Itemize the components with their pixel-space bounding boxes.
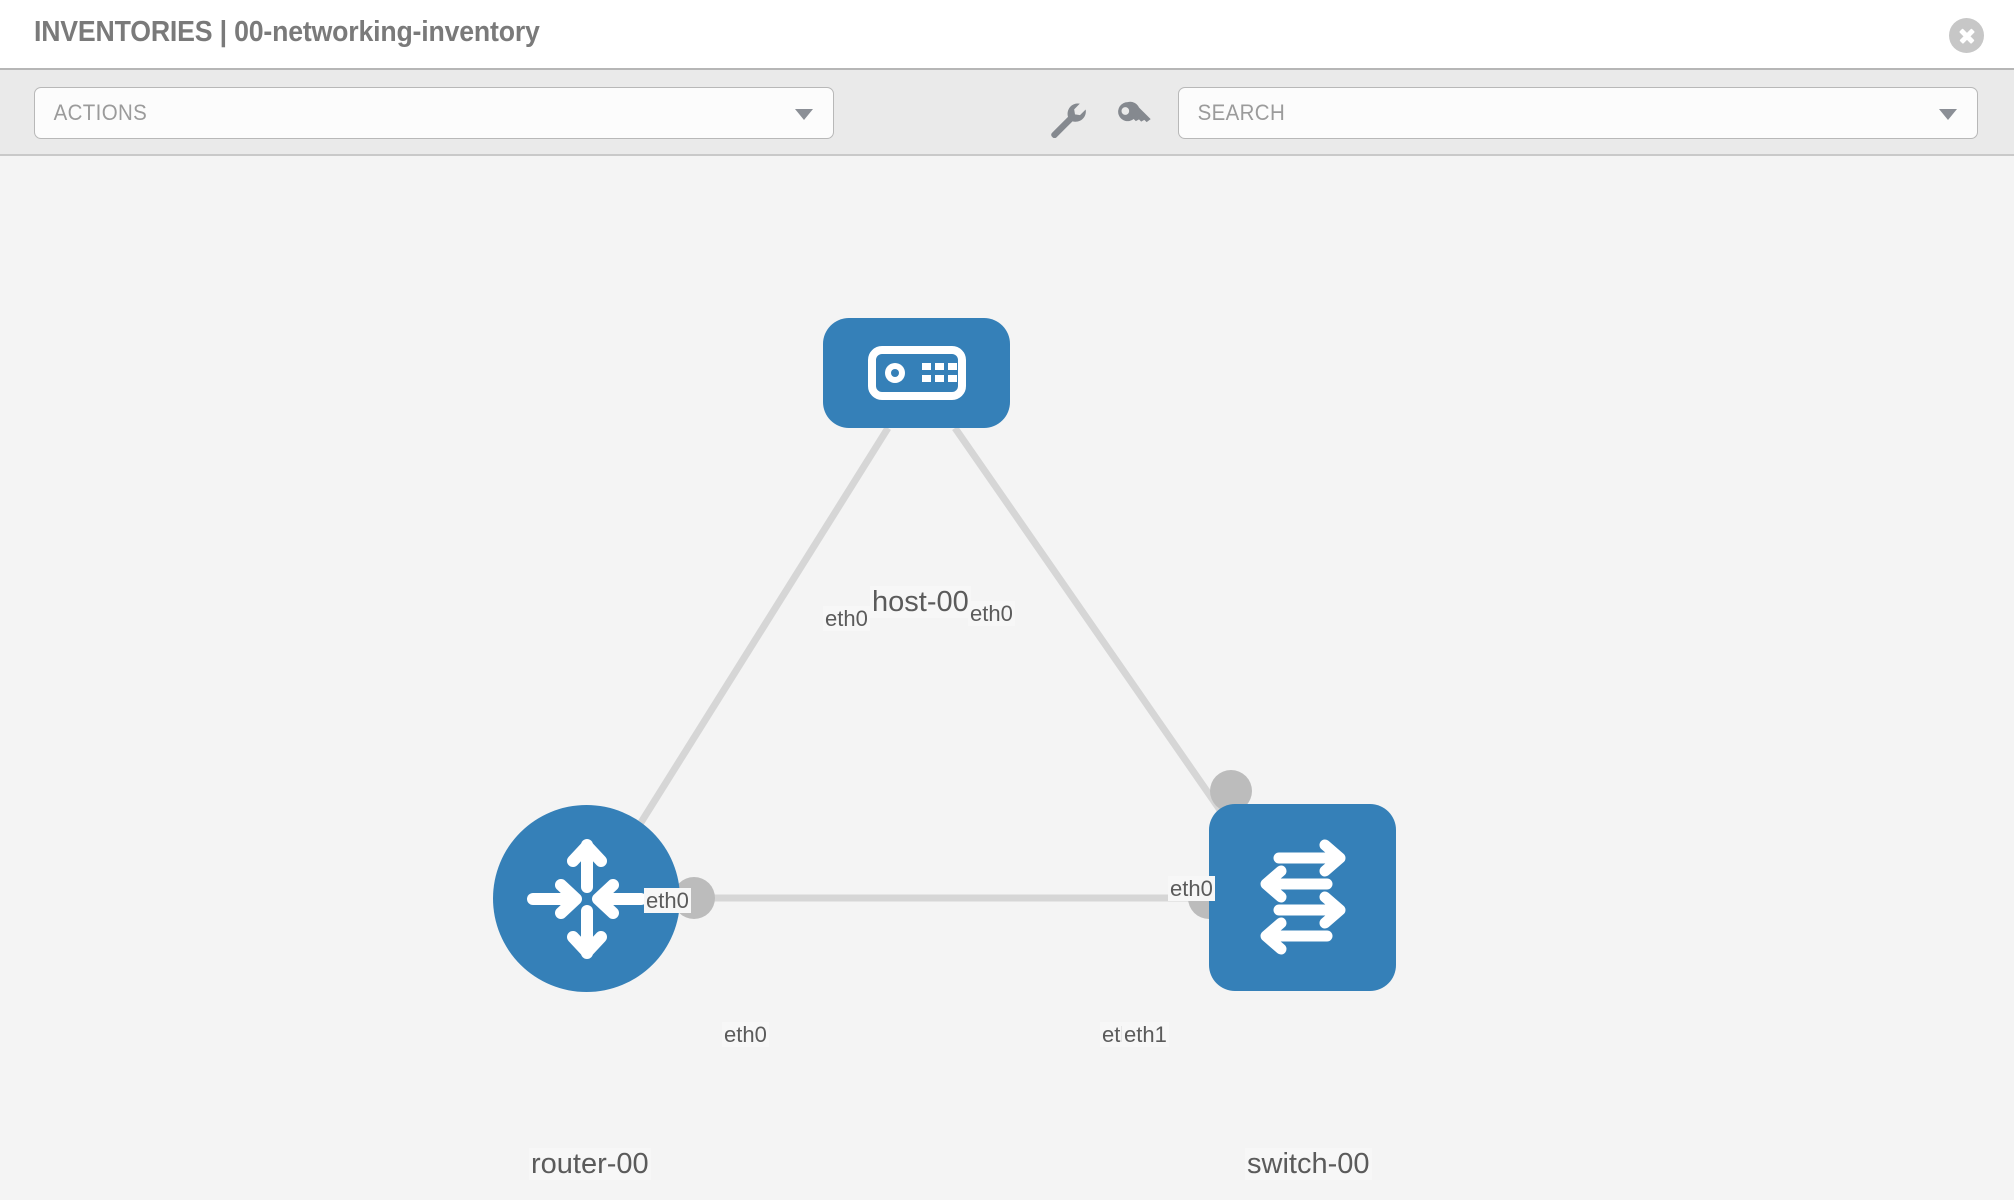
toolbar: ACTIONS SEARCH — [0, 70, 2014, 156]
interface-label-host-left: eth0 — [823, 606, 870, 632]
chevron-down-icon — [1939, 109, 1957, 120]
node-switch-00[interactable] — [1209, 804, 1396, 991]
node-label-router: router-00 — [529, 1148, 651, 1181]
node-host-00[interactable] — [823, 318, 1010, 428]
interface-label-switch-left-over: eth1 — [1122, 1022, 1169, 1048]
interface-label-router-right: eth0 — [722, 1022, 769, 1048]
node-label-host: host-00 — [870, 586, 971, 619]
topology-links — [617, 426, 1248, 902]
link-host-switch — [952, 426, 1248, 848]
switch-arrows-icon — [1260, 839, 1345, 954]
topology-canvas[interactable]: host-00 router-00 switch-00 eth0 eth0 et… — [0, 156, 2014, 1200]
interface-label-router-up: eth0 — [644, 888, 691, 914]
wrench-icon[interactable] — [1046, 98, 1086, 138]
server-icon — [867, 346, 966, 400]
actions-dropdown-label: ACTIONS — [53, 100, 148, 125]
chevron-down-icon — [795, 109, 813, 120]
interface-label-switch-up: eth0 — [1168, 876, 1215, 902]
actions-dropdown[interactable]: ACTIONS — [34, 87, 834, 139]
close-icon[interactable] — [1949, 18, 1984, 53]
link-host-router — [617, 426, 891, 858]
page-header: INVENTORIES | 00-networking-inventory — [0, 0, 2014, 70]
key-icon[interactable] — [1114, 98, 1154, 138]
router-arrows-icon — [526, 838, 647, 959]
interface-label-host-right: eth0 — [968, 601, 1015, 627]
page-title: INVENTORIES | 00-networking-inventory — [34, 16, 540, 48]
node-label-switch: switch-00 — [1245, 1148, 1372, 1181]
search-input[interactable]: SEARCH — [1178, 87, 1978, 139]
search-placeholder: SEARCH — [1197, 100, 1286, 125]
